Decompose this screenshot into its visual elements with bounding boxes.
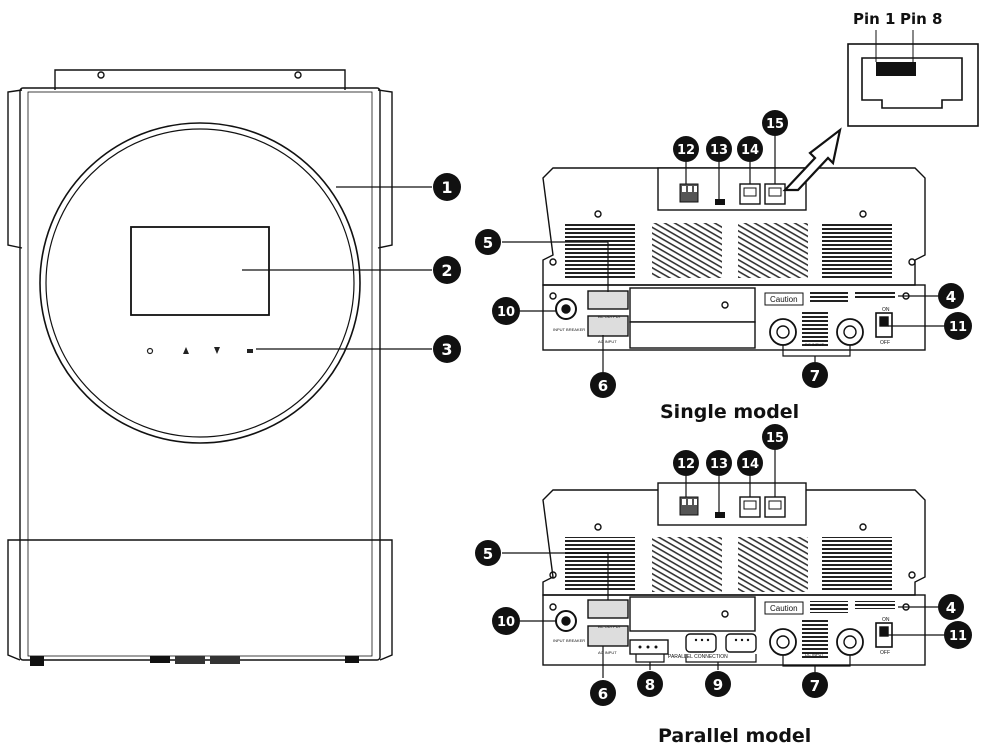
svg-text:2: 2 [441, 261, 452, 280]
mounting-bracket [54, 69, 346, 90]
up-arrow-icon [183, 347, 189, 354]
parallel-callout-11: 11 [944, 621, 972, 649]
lcd-screen [130, 226, 270, 316]
parallel-callout-13: 13 [706, 450, 732, 476]
svg-text:9: 9 [713, 676, 723, 694]
svg-text:6: 6 [598, 685, 608, 703]
callout-1: 1 [433, 173, 461, 201]
zoom-arrow [782, 127, 842, 192]
single-callout-11: 11 [944, 312, 972, 340]
svg-text:10: 10 [497, 615, 515, 630]
parallel-ac-input-label: AC INPUT [598, 650, 617, 655]
callout-3: 3 [433, 335, 461, 363]
front-leaders [242, 186, 432, 350]
single-model-caption: Single model [660, 401, 799, 423]
touch-buttons[interactable] [146, 347, 254, 355]
rj45-zoom [847, 30, 979, 127]
parallel-callout-4: 4 [938, 594, 964, 620]
single-ac-output-label: AC OUTPUT [598, 314, 622, 319]
power-icon [146, 347, 154, 355]
parallel-callout-5: 5 [475, 540, 501, 566]
parallel-rear-view [542, 482, 926, 666]
parallel-callout-9: 9 [705, 671, 731, 697]
single-rj45-port-a [739, 183, 761, 205]
front-body [19, 87, 381, 661]
svg-text:15: 15 [766, 431, 784, 446]
parallel-callout-15: 15 [762, 424, 788, 450]
parallel-usb-port [715, 512, 725, 518]
svg-text:5: 5 [483, 545, 493, 563]
svg-text:1: 1 [441, 178, 452, 197]
single-caution-label: Caution [770, 295, 798, 304]
svg-text:13: 13 [710, 143, 728, 158]
parallel-off-label: OFF [880, 650, 890, 656]
single-callout-4: 4 [938, 283, 964, 309]
pin1-label: Pin 1 [853, 10, 895, 28]
pin8-label: Pin 8 [900, 10, 942, 28]
svg-text:7: 7 [810, 367, 820, 385]
parallel-rj45-port-a [739, 496, 761, 518]
svg-text:10: 10 [497, 305, 515, 320]
svg-text:12: 12 [677, 457, 695, 472]
parallel-callout-8: 8 [637, 671, 663, 697]
svg-text:8: 8 [645, 676, 655, 694]
single-callout-5: 5 [475, 229, 501, 255]
parallel-model-caption: Parallel model [658, 725, 811, 747]
svg-text:3: 3 [441, 340, 452, 359]
parallel-connection-label: PARALLEL CONNECTION [668, 654, 728, 660]
single-input-breaker-label: INPUT BREAKER [553, 327, 585, 332]
single-usb-port [715, 199, 725, 205]
svg-text:6: 6 [598, 377, 608, 395]
single-callout-7: 7 [802, 362, 828, 388]
callout-2: 2 [433, 256, 461, 284]
parallel-callout-7: 7 [802, 672, 828, 698]
single-leaders [502, 136, 944, 372]
single-ac-input-label: AC INPUT [598, 339, 617, 344]
single-callout-6: 6 [590, 372, 616, 398]
svg-text:5: 5 [483, 234, 493, 252]
single-callout-10: 10 [492, 297, 520, 325]
parallel-callout-10: 10 [492, 607, 520, 635]
svg-text:14: 14 [741, 457, 759, 472]
display-ring [39, 122, 361, 444]
parallel-on-label: ON [882, 617, 890, 623]
parallel-dc-input-label: DC INPUT [805, 652, 824, 657]
single-callout-12: 12 [673, 136, 699, 162]
parallel-callout-12: 12 [673, 450, 699, 476]
single-off-label: OFF [880, 340, 890, 346]
down-arrow-icon [214, 347, 220, 354]
parallel-ac-output-label: AC OUTPUT [598, 624, 622, 629]
parallel-callout-6: 6 [590, 680, 616, 706]
parallel-input-breaker-label: INPUT BREAKER [553, 638, 585, 643]
parallel-caution-label: Caution [770, 604, 798, 613]
svg-text:7: 7 [810, 677, 820, 695]
svg-text:4: 4 [946, 599, 956, 617]
front-view [7, 69, 393, 666]
single-callout-14: 14 [737, 136, 763, 162]
parallel-rj45-port-b [764, 496, 786, 518]
svg-text:11: 11 [949, 629, 967, 644]
svg-text:11: 11 [949, 320, 967, 335]
svg-text:12: 12 [677, 143, 695, 158]
single-dc-input-label: DC INPUT [805, 342, 824, 347]
svg-text:15: 15 [766, 117, 784, 132]
svg-text:14: 14 [741, 143, 759, 158]
single-on-label: ON [882, 307, 890, 313]
single-callout-13: 13 [706, 136, 732, 162]
enter-icon [247, 349, 253, 353]
parallel-callout-14: 14 [737, 450, 763, 476]
single-callout-15: 15 [762, 110, 788, 136]
single-rj45-port-b [764, 183, 786, 205]
svg-text:4: 4 [946, 288, 956, 306]
parallel-leaders [502, 449, 944, 678]
svg-text:13: 13 [710, 457, 728, 472]
single-rear-view [542, 167, 926, 351]
